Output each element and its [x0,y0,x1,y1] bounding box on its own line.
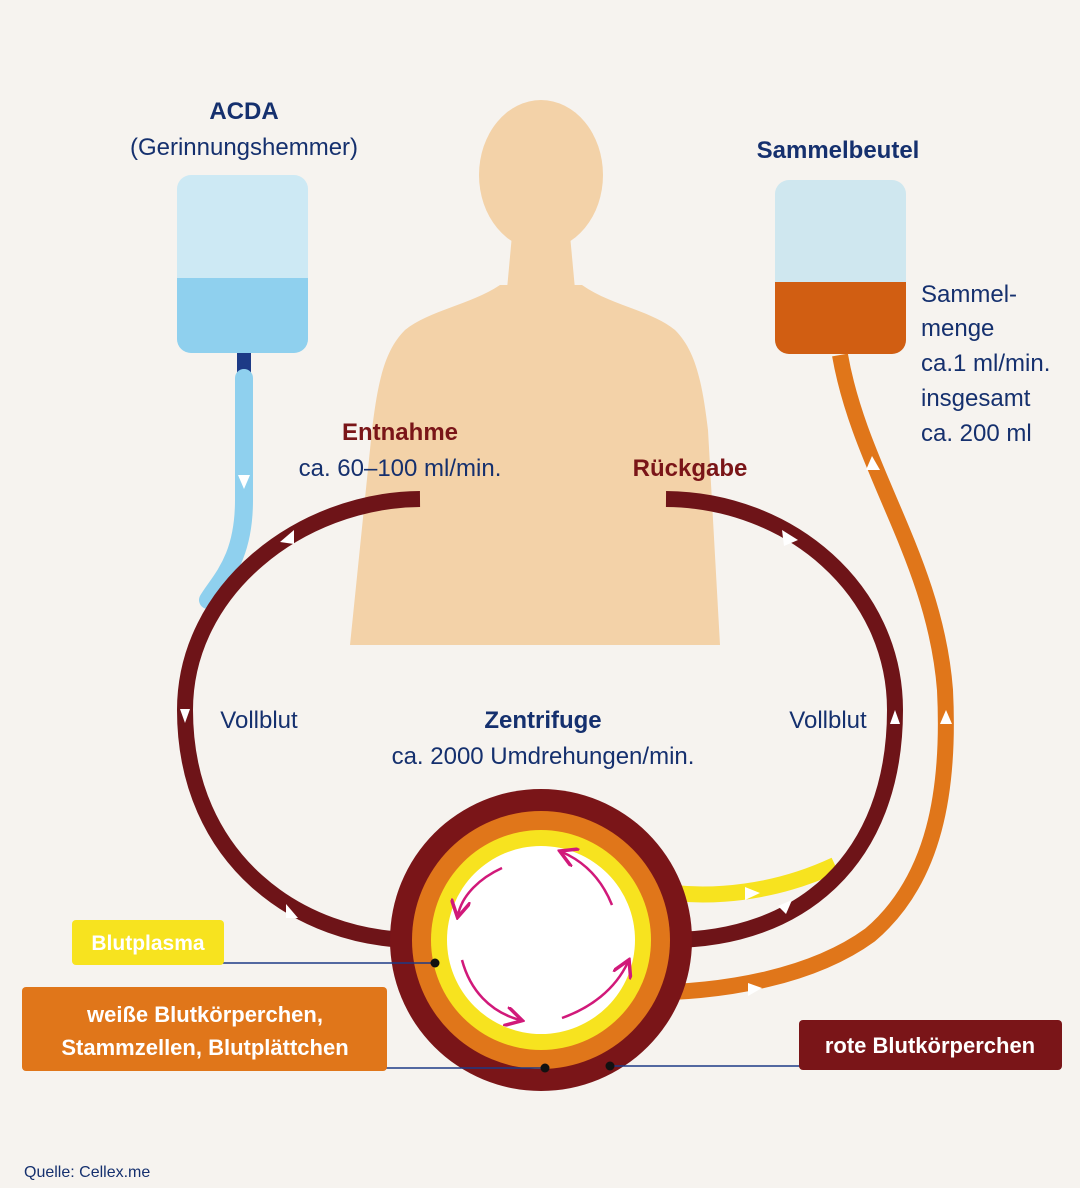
flow-arrows-icon [180,456,952,996]
plasma-label-box [72,920,224,965]
red-cells-label: rote Blutkörperchen [825,1033,1035,1058]
whole-blood-right-label: Vollblut [789,707,867,734]
human-silhouette-icon [350,100,720,645]
centrifuge-icon [390,789,692,1091]
white-cells-label-box [22,987,387,1071]
centrifuge-title: Zentrifuge [484,707,601,734]
collection-bag-icon [775,180,906,354]
acda-bag-icon [177,175,308,375]
red-cells-label-box [799,1020,1062,1070]
collection-note-line: menge [921,315,994,342]
legend-points [430,958,615,1073]
collection-note-line: Sammel- [921,281,1017,308]
collection-note-line: ca. 200 ml [921,420,1032,447]
withdrawal-title: Entnahme [342,419,458,446]
return-title: Rückgabe [633,455,748,482]
collection-note: Sammel- menge ca.1 ml/min. insgesamt ca.… [921,281,1050,447]
withdrawal-rate: ca. 60–100 ml/min. [299,455,502,482]
collection-bag-title: Sammelbeutel [757,137,920,164]
acda-tube [199,369,253,609]
rotation-arrows-icon [458,852,628,1020]
acda-subtitle: (Gerinnungshemmer) [130,134,358,161]
white-cells-label-line1: weiße Blutkörperchen, [86,1002,323,1027]
collection-note-line: ca.1 ml/min. [921,350,1050,377]
acda-flow-arrow-icon [238,475,250,489]
plasma-label: Blutplasma [91,932,205,955]
whole-blood-left-label: Vollblut [220,707,298,734]
white-cells-label-line2: Stammzellen, Blutplättchen [61,1035,348,1060]
collection-note-line: insgesamt [921,385,1031,412]
centrifuge-speed: ca. 2000 Umdrehungen/min. [392,743,695,770]
source-note: Quelle: Cellex.me [24,1164,150,1181]
acda-title: ACDA [209,98,278,125]
collection-tube [635,353,954,1001]
